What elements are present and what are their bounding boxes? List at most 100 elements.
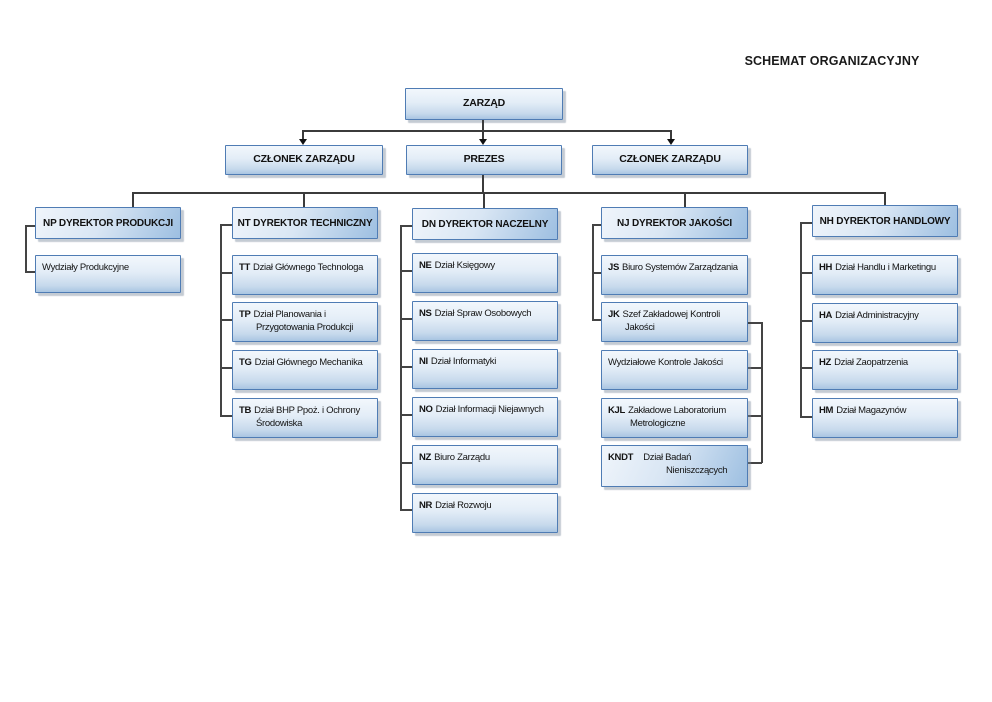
- org-box-code: NZ: [419, 452, 432, 463]
- org-box-text: Zakładowe Laboratorium Metrologiczne: [628, 405, 727, 430]
- connector-stub: [748, 367, 762, 369]
- arrow-down-icon: [299, 139, 307, 145]
- org-box-kndt: KNDT Dział Badań Nieniszczących: [601, 445, 748, 487]
- connector-stem-czlonek-right: [670, 130, 672, 139]
- connector-prezes-down: [482, 175, 484, 193]
- org-box-wydzialowe-kontrole-jakosci: Wydziałowe Kontrole Jakości: [601, 350, 748, 390]
- org-box-text: Biuro Systemów Zarządzania: [622, 262, 738, 273]
- org-box-code: JK: [608, 309, 620, 320]
- connector-stub: [220, 415, 232, 417]
- connector-stub: [748, 462, 762, 464]
- org-box-text: Dział Informacji Niejawnych: [435, 404, 544, 415]
- org-box-text: Wydziały Produkcyjne: [42, 262, 129, 273]
- org-box-label: DN DYREKTOR NACZELNY: [421, 218, 549, 230]
- connector-stub: [220, 367, 232, 369]
- connector-stub: [400, 366, 412, 368]
- org-box-prezes: PREZES: [406, 145, 562, 175]
- connector-stub: [800, 367, 812, 369]
- connector-stub: [592, 224, 601, 226]
- connector-stub: [748, 322, 762, 324]
- connector-drop-nt: [303, 192, 305, 207]
- org-box-text: Szef Zakładowej Kontroli Jakości: [622, 309, 721, 334]
- org-box-code: NO: [419, 404, 433, 415]
- org-box-text: Dział Magazynów: [836, 405, 907, 416]
- connector-level3-rail: [132, 192, 886, 194]
- connector-dn-bracket: [400, 225, 402, 510]
- connector-stub: [400, 462, 412, 464]
- org-box-nj-dyrektor-jakosci: NJ DYREKTOR JAKOŚCI: [601, 207, 748, 239]
- connector-stem-prezes: [482, 130, 484, 139]
- connector-stub: [400, 509, 412, 511]
- org-box-code: HZ: [819, 357, 832, 368]
- org-box-code: NR: [419, 500, 433, 511]
- org-box-zarzad-label: ZARZĄD: [463, 97, 505, 110]
- org-box-text: Dział Spraw Osobowych: [434, 308, 532, 319]
- org-box-text: Dział Księgowy: [434, 260, 496, 271]
- connector-level2-rail: [302, 130, 672, 132]
- org-box-text: Dział Informatyki: [430, 356, 497, 367]
- org-box-text: Wydziałowe Kontrole Jakości: [608, 357, 723, 368]
- org-box-code: KNDT: [608, 452, 634, 463]
- org-box-dn-dyrektor-naczelny: DN DYREKTOR NACZELNY: [412, 208, 558, 240]
- org-box-label: NJ DYREKTOR JAKOŚCI: [617, 217, 732, 229]
- org-box-text: Dział Administracyjny: [835, 310, 919, 321]
- org-box-nt-dyrektor-techniczny: NT DYREKTOR TECHNICZNY: [232, 207, 378, 239]
- arrow-down-icon: [479, 139, 487, 145]
- connector-stub: [400, 414, 412, 416]
- org-box-text: Dział BHP Ppoż. i Ochrony Środowiska: [254, 405, 360, 430]
- org-box-code: JS: [608, 262, 620, 273]
- org-box-code: NI: [419, 356, 428, 367]
- connector-stub: [592, 272, 601, 274]
- org-box-code: TG: [239, 357, 252, 368]
- connector-stem-czlonek-left: [302, 130, 304, 139]
- connector-stub: [220, 319, 232, 321]
- org-box-text: Dział Badań Nieniszczących: [643, 452, 728, 477]
- org-box-text: Dział Planowania i Przygotowania Produkc…: [253, 309, 354, 334]
- connector-jk-bracket-right: [761, 322, 763, 463]
- connector-stub: [800, 320, 812, 322]
- org-box-czlonek-zarzadu-right: CZŁONEK ZARZĄDU: [592, 145, 748, 175]
- org-box-label: NP DYREKTOR PRODUKCJI: [43, 217, 173, 229]
- org-box-label: NT DYREKTOR TECHNICZNY: [237, 217, 373, 229]
- org-box-text: Dział Głównego Technologa: [253, 262, 364, 273]
- connector-stub: [800, 272, 812, 274]
- connector-stub: [800, 416, 812, 418]
- org-box-code: TP: [239, 309, 251, 320]
- connector-stub: [25, 271, 35, 273]
- org-box-zarzad: ZARZĄD: [405, 88, 563, 120]
- org-box-text: Dział Głównego Mechanika: [254, 357, 363, 368]
- connector-drop-dn: [483, 192, 485, 208]
- org-box-code: HM: [819, 405, 834, 416]
- connector-stub: [25, 225, 35, 227]
- org-box-code: HA: [819, 310, 833, 321]
- page-title: SCHEMAT ORGANIZACYJNY: [744, 54, 920, 68]
- org-box-text: Biuro Zarządu: [434, 452, 490, 463]
- org-box-text: Dział Handlu i Marketingu: [835, 262, 936, 273]
- connector-stub: [592, 319, 601, 321]
- org-box-label: NH DYREKTOR HANDLOWY: [819, 215, 951, 227]
- connector-stub: [400, 270, 412, 272]
- org-box-label: PREZES: [463, 153, 505, 166]
- org-box-text: Dział Zaopatrzenia: [834, 357, 908, 368]
- org-box-wydzialy-produkcyjne: Wydziały Produkcyjne: [35, 255, 181, 293]
- org-box-code: TB: [239, 405, 252, 416]
- org-box-np-dyrektor-produkcji: NP DYREKTOR PRODUKCJI: [35, 207, 181, 239]
- connector-stub: [400, 225, 412, 227]
- connector-drop-nj: [684, 192, 686, 207]
- connector-drop-np: [132, 192, 134, 207]
- org-box-code: NE: [419, 260, 432, 271]
- org-box-code: NS: [419, 308, 432, 319]
